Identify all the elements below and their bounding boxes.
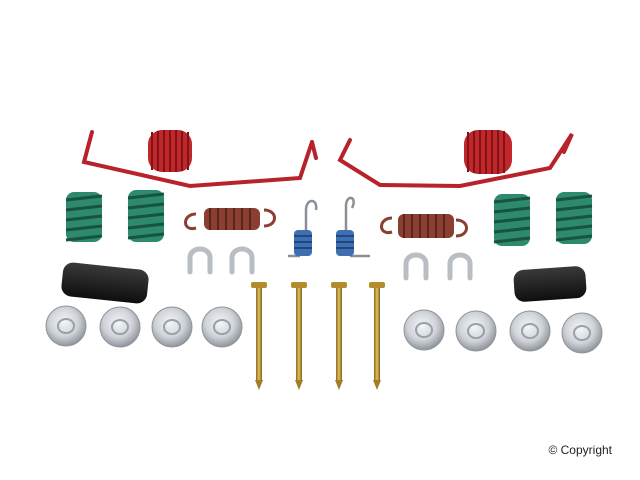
brown-adjuster-spring-right bbox=[380, 214, 468, 238]
hold-down-pin bbox=[251, 282, 267, 390]
retainer-cup bbox=[509, 310, 551, 352]
green-hold-down-spring bbox=[555, 192, 593, 244]
retainer-cup bbox=[99, 306, 141, 348]
copyright-symbol: © bbox=[548, 443, 558, 457]
retainer-cup bbox=[201, 306, 243, 348]
rubber-plug bbox=[513, 266, 587, 302]
rubber-plug bbox=[61, 262, 149, 304]
copyright-text: Copyright bbox=[560, 443, 612, 457]
hold-down-pin bbox=[369, 282, 385, 390]
red-return-spring-right bbox=[337, 130, 574, 189]
green-hold-down-spring bbox=[127, 190, 165, 242]
red-return-spring-left bbox=[81, 130, 318, 189]
blue-spring-right bbox=[336, 196, 370, 258]
hold-down-pin bbox=[331, 282, 347, 390]
retainer-cup bbox=[455, 310, 497, 352]
u-clip bbox=[403, 252, 429, 281]
u-clip bbox=[447, 252, 473, 281]
brown-adjuster-spring-left bbox=[184, 208, 276, 231]
retainer-cup bbox=[151, 306, 193, 348]
blue-spring-left bbox=[288, 199, 318, 258]
green-hold-down-spring bbox=[65, 192, 103, 242]
u-clip bbox=[229, 246, 255, 275]
green-hold-down-spring bbox=[493, 194, 531, 246]
retainer-cup bbox=[403, 309, 445, 351]
retainer-cup bbox=[45, 305, 87, 347]
u-clip bbox=[187, 246, 213, 275]
hold-down-pin bbox=[291, 282, 307, 390]
copyright-notice: © Copyright bbox=[548, 443, 612, 457]
retainer-cup bbox=[561, 312, 603, 354]
